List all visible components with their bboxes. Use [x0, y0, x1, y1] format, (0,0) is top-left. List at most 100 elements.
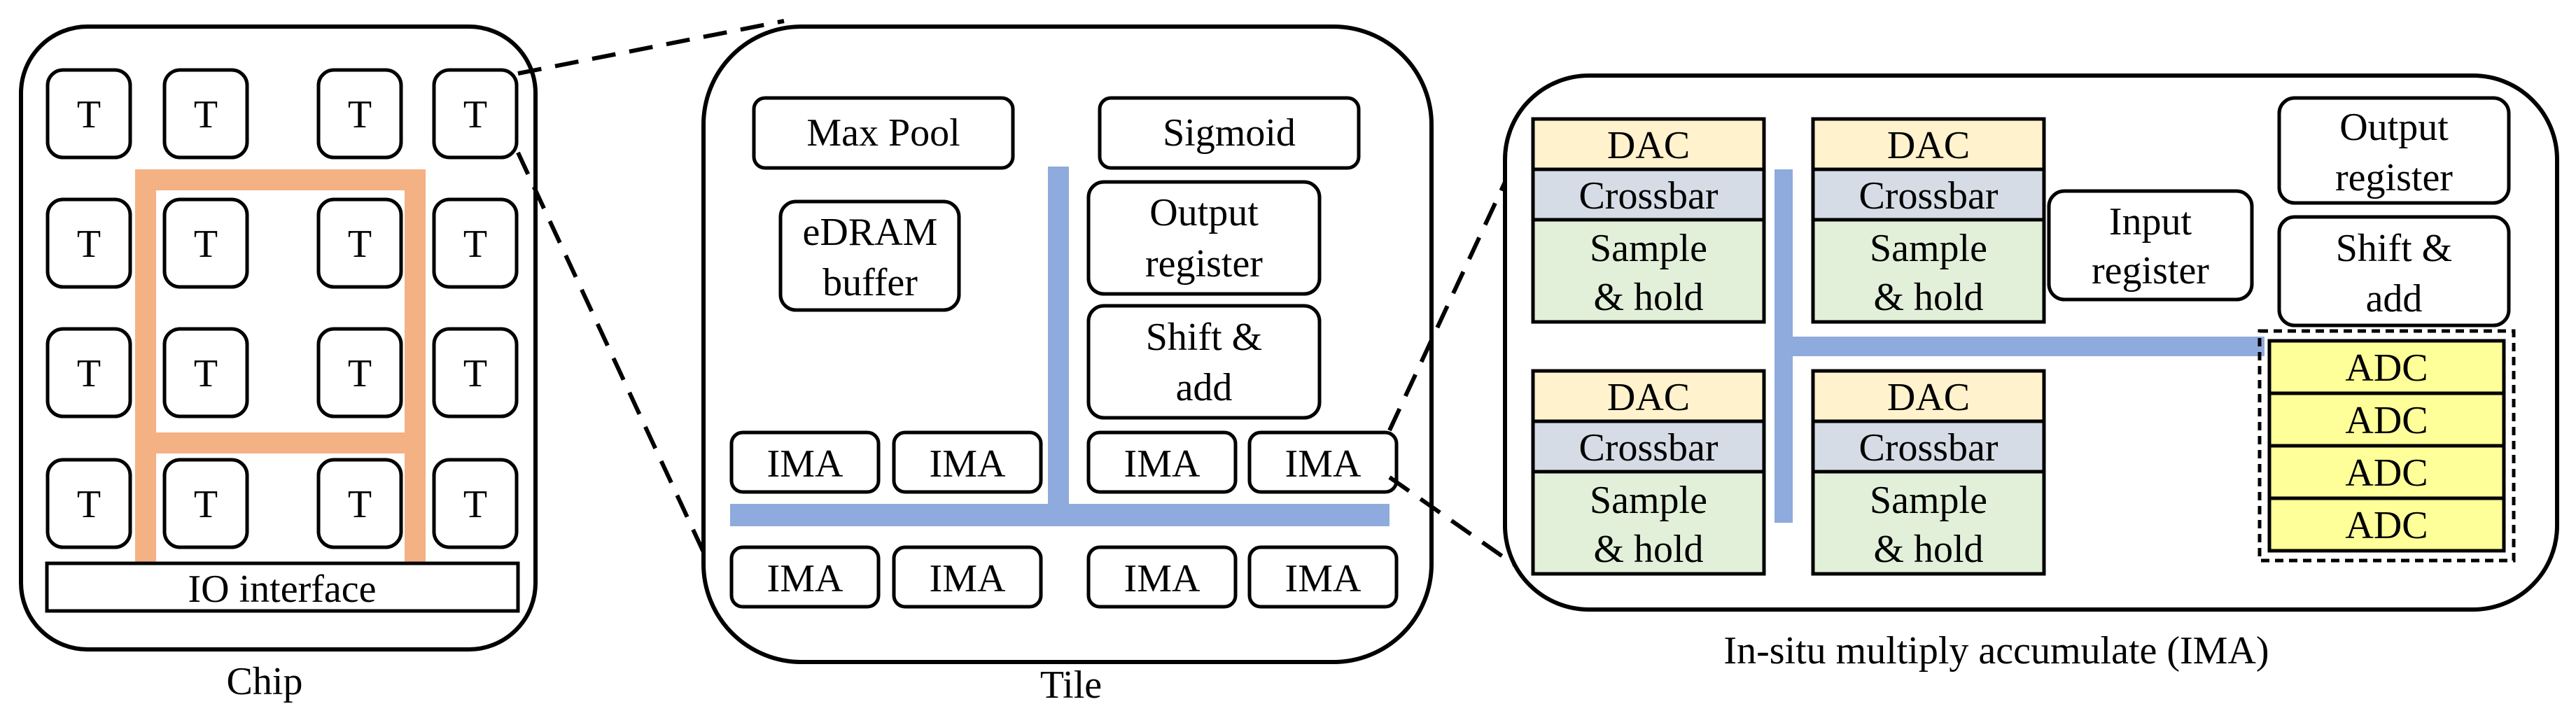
chip-tile-label: T — [194, 223, 218, 266]
chip-tile-box — [162, 197, 249, 289]
chip-tile-box — [162, 68, 249, 160]
tile-ima-box — [729, 430, 881, 494]
chip-tile-box — [46, 197, 132, 289]
adc-label: ADC — [2345, 399, 2428, 442]
adc-cell — [2267, 444, 2506, 500]
chip-tile-box — [316, 458, 403, 549]
edram-label-line1: eDRAM — [803, 211, 938, 254]
tile-output-label-line2: register — [1145, 242, 1263, 286]
chip-interconnect — [135, 169, 426, 570]
tile-ima-box — [1086, 430, 1238, 494]
chip-tile-box — [316, 327, 403, 418]
dac-label: DAC — [1607, 376, 1690, 419]
chip-tile-label: T — [463, 93, 487, 136]
ima-shift-label-line1: Shift & — [2336, 227, 2452, 270]
sample-hold-box — [1531, 218, 1766, 324]
input-register-label-line2: register — [2092, 249, 2209, 293]
chip-tile-label: T — [463, 483, 487, 526]
interconnect-middle — [135, 432, 426, 453]
tile-output-label-line1: Output — [1149, 191, 1259, 234]
io-interface-label: IO interface — [188, 568, 377, 611]
tile-shift-label-line1: Shift & — [1146, 316, 1262, 359]
tile-ima-box — [1247, 430, 1399, 494]
crossbar-label: Crossbar — [1578, 174, 1718, 218]
max-pool-label: Max Pool — [806, 111, 960, 155]
crossbar-box — [1811, 167, 2046, 222]
tile-ima-label: IMA — [1285, 442, 1362, 486]
tile-ima-label: IMA — [930, 442, 1006, 486]
sample-hold-label-line2: & hold — [1873, 528, 1983, 571]
input-register-label-line1: Input — [2109, 200, 2192, 244]
chip-tile-label: T — [348, 223, 372, 266]
chip-tile-label: T — [463, 223, 487, 266]
dac-box — [1811, 117, 2046, 171]
chip-tile-label: T — [77, 93, 101, 136]
chip-caption: Chip — [227, 660, 303, 703]
ima-output-register-box — [2277, 96, 2511, 205]
tile-panel: Max Pool Sigmoid eDRAM buffer Output reg… — [701, 24, 1434, 707]
tile-output-register-box — [1086, 180, 1322, 296]
adc-cell — [2267, 496, 2506, 553]
chip-tile-label: T — [194, 483, 218, 526]
chip-tile-label: T — [77, 352, 101, 395]
interconnect-top — [135, 169, 426, 190]
ima-caption: In-situ multiply accumulate (IMA) — [1723, 629, 2269, 673]
tile-ima-box — [1247, 545, 1399, 609]
sample-hold-box — [1531, 470, 1766, 576]
adc-cell — [2267, 339, 2506, 395]
edram-label-line2: buffer — [822, 261, 918, 304]
chip-tile-box — [162, 458, 249, 549]
chip-tile-box — [432, 68, 519, 160]
dac-box — [1531, 369, 1766, 423]
chip-tile-label: T — [348, 483, 372, 526]
tile-ima-label: IMA — [767, 557, 844, 600]
dac-box — [1811, 369, 2046, 423]
interconnect-left — [135, 169, 156, 570]
chip-tile-label: T — [348, 93, 372, 136]
zoom-line-lower — [1388, 475, 1531, 577]
sample-hold-box — [1811, 218, 2046, 324]
zoom-line-bottom — [516, 151, 720, 584]
ima-shift-label-line2: add — [2366, 277, 2423, 321]
tile-ima-box — [1086, 545, 1238, 609]
sample-hold-label-line1: Sample — [1870, 227, 1987, 270]
tile-ima-label: IMA — [1124, 557, 1200, 600]
dac-label: DAC — [1887, 124, 1970, 167]
sigmoid-label: Sigmoid — [1163, 111, 1296, 155]
tile-caption: Tile — [1040, 663, 1102, 707]
tile-ima-box — [892, 545, 1043, 609]
tile-shift-add-box — [1086, 304, 1322, 420]
crossbar-box — [1531, 167, 1766, 222]
crossbar-label: Crossbar — [1858, 426, 1998, 470]
tile-shift-label-line2: add — [1176, 366, 1233, 409]
chip-tile-box — [432, 458, 519, 549]
sample-hold-label-line1: Sample — [1590, 479, 1707, 522]
interconnect-right — [405, 169, 426, 570]
tile-ima-label: IMA — [930, 557, 1006, 600]
chip-tile-label: T — [463, 352, 487, 395]
chip-tile-label: T — [194, 352, 218, 395]
dac-label: DAC — [1887, 376, 1970, 419]
sample-hold-box — [1811, 470, 2046, 576]
dac-label: DAC — [1607, 124, 1690, 167]
ima-output-label-line1: Output — [2339, 106, 2449, 149]
crossbar-label: Crossbar — [1858, 174, 1998, 218]
sample-hold-label-line2: & hold — [1593, 276, 1703, 319]
chip-tile-box — [316, 68, 403, 160]
tile-ima-box — [892, 430, 1043, 494]
max-pool-box — [752, 96, 1015, 170]
chip-tile-box — [46, 458, 132, 549]
crossbar-box — [1531, 419, 1766, 474]
sample-hold-label-line1: Sample — [1870, 479, 1987, 522]
chip-tile-box — [46, 68, 132, 160]
